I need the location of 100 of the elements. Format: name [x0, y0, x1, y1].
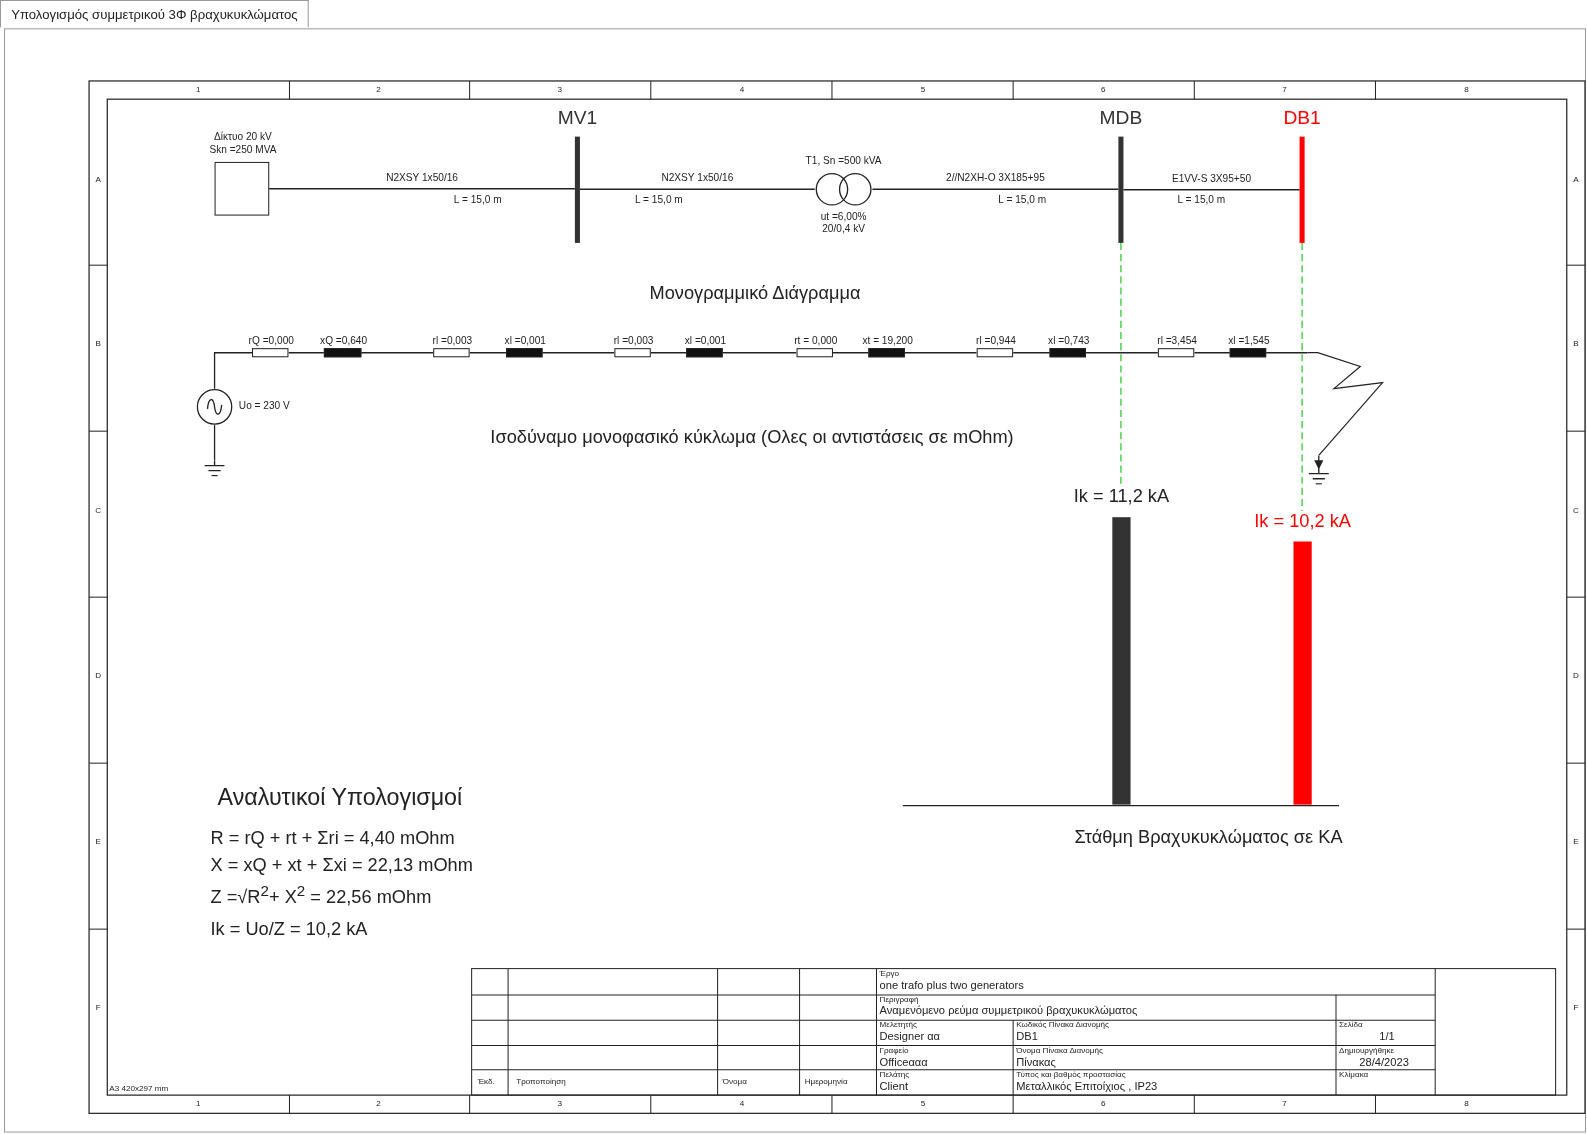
- wire: [1265, 352, 1309, 354]
- dashed-connector: [1120, 242, 1122, 487]
- grid-reference: F: [1573, 1003, 1579, 1013]
- grid-reference: B: [95, 339, 101, 349]
- wire: [287, 352, 325, 354]
- formula: R = rQ + rt + Σri = 4,40 mOhm: [210, 827, 455, 849]
- title-block-value: one trafo plus two generators: [879, 978, 1024, 992]
- impedance-label: xQ =0,640: [320, 335, 368, 347]
- section-heading: Αναλυτικοί Υπολογισμοί: [217, 783, 463, 811]
- grid-reference: 7: [1282, 85, 1287, 95]
- grid-reference: 5: [920, 85, 926, 95]
- impedance-label: xl =1,545: [1228, 335, 1270, 347]
- wire: [1012, 352, 1051, 354]
- grid-reference: 3: [557, 1099, 562, 1109]
- grid-reference: 3: [557, 85, 562, 95]
- title-block-value: 28/4/2023: [1359, 1055, 1409, 1069]
- grid-reference: D: [95, 671, 102, 681]
- cable-length-label: L = 15,0 m: [998, 194, 1047, 206]
- title-block-caption: Μελετητής: [879, 1020, 917, 1030]
- title-block-caption: Κωδικός Πίνακα Διανομής: [1016, 1020, 1110, 1030]
- formula: X = xQ + xt + Σxi = 22,13 mOhm: [210, 855, 473, 877]
- title-block-value: Μεταλλικός Επιτοίχιος , IP23: [1016, 1079, 1158, 1093]
- title-block-value: Designer αα: [879, 1030, 941, 1044]
- grid-reference: 8: [1464, 85, 1469, 95]
- cable-label: E1VV-S 3X95+50: [1171, 172, 1252, 185]
- grid-reference: 8: [1464, 1099, 1469, 1109]
- grid-reference: 6: [1100, 85, 1106, 95]
- grid-reference: 1: [196, 85, 201, 95]
- title-block-caption: Τύπος και βαθμός προστασίας: [1016, 1069, 1126, 1080]
- grid-reference: A: [95, 175, 101, 185]
- sheet-size-note: A3 420x297 mm: [109, 1084, 169, 1094]
- grid-reference: F: [95, 1003, 101, 1013]
- impedance-label: xl =0,001: [504, 335, 546, 347]
- busbar-label: MDB: [1099, 107, 1143, 130]
- title-block-value: Αναμενόμενο ρεύμα συμμετρικού βραχυκυκλώματος: [879, 1004, 1138, 1017]
- cable-line: [1122, 189, 1301, 191]
- grid-reference: 5: [920, 1099, 926, 1109]
- impedance-label: xt = 19,200: [862, 335, 913, 347]
- grid-reference: 6: [1100, 1099, 1106, 1109]
- impedance-label: xl =0,743: [1048, 335, 1090, 347]
- section-heading: Μονογραμμικό Διάγραμμα: [649, 282, 861, 304]
- wire: [1085, 352, 1159, 354]
- wire: [650, 352, 687, 354]
- grid-reference: E: [1573, 837, 1579, 847]
- wire: [468, 352, 507, 354]
- title-block-caption: Γραφείο: [879, 1045, 909, 1055]
- title-block-header: Όνομα: [722, 1076, 747, 1087]
- impedance-label: rl =0,944: [976, 335, 1016, 347]
- chart-caption: Στάθμη Βραχυκυκλώματος σε ΚΑ: [1074, 826, 1343, 848]
- title-block-caption: Όνομα Πίνακα Διανομής: [1016, 1045, 1103, 1055]
- wire: [1193, 352, 1231, 354]
- impedance-label: rt = 0,000: [794, 335, 838, 347]
- impedance-label: rQ =0,000: [248, 335, 294, 347]
- tab: Υπολογισμός συμμετρικού 3Φ βραχυκυκλώματος: [0, 0, 309, 28]
- formula: Z =√R$^{2}$+ X$^{2}$ = 22,56 mOhm: [210, 881, 432, 908]
- wire: [1314, 454, 1324, 470]
- grid-reference: D: [1572, 671, 1579, 681]
- impedance-label: rl =3,454: [1157, 335, 1197, 347]
- wire: [541, 352, 615, 354]
- fault-current-label: Ik = 10,2 kA: [1254, 511, 1351, 533]
- title-block-header: Έκδ.: [477, 1076, 495, 1087]
- grid-reference: 2: [376, 1099, 381, 1109]
- grid-reference: E: [95, 837, 101, 847]
- title-block-value: Officeααα: [879, 1055, 928, 1069]
- transformer-label: T1, Sn =500 kVA: [805, 154, 882, 167]
- title-block-caption: Κλίμακα: [1339, 1069, 1369, 1080]
- title-block-caption: Σελίδα: [1339, 1020, 1363, 1030]
- grid-reference: 2: [376, 85, 381, 95]
- wire: [722, 352, 798, 354]
- title-block-value: DB1: [1016, 1030, 1038, 1044]
- title-block-header: Τροποποίηση: [516, 1076, 566, 1087]
- impedance-label: xl =0,001: [684, 335, 727, 347]
- grid-reference: C: [1572, 506, 1579, 516]
- cable-label: 2//N2XH-O 3X185+95: [946, 172, 1045, 184]
- section-heading: Ισοδύναμο μονοφασικό κύκλωμα (Ολες οι αντιστάσεις σε mOhm): [490, 427, 1014, 449]
- grid-reference: B: [1573, 339, 1579, 349]
- cable-length-label: L = 15,0 m: [635, 194, 683, 206]
- wire: [213, 352, 253, 390]
- impedance-label: rl =0,003: [432, 335, 473, 347]
- title-block-value: 1/1: [1379, 1030, 1395, 1044]
- busbar-label: MV1: [557, 107, 598, 130]
- transformer-label: ut =6,00% 20/0,4 kV: [819, 210, 868, 234]
- grid-reference: A: [1573, 175, 1579, 185]
- title-block-value: Πίνακας: [1016, 1055, 1056, 1069]
- cable-line: [579, 188, 816, 190]
- wire: [832, 352, 870, 354]
- source-label: Δίκτυο 20 kV Skn =250 MVA: [208, 129, 278, 156]
- title-block-caption: Περιγραφή: [879, 994, 919, 1005]
- cable-label: N2XSY 1x50/16: [386, 171, 458, 184]
- cable-line: [871, 188, 1120, 190]
- fault-current-label: Ik = 11,2 kA: [1073, 485, 1170, 507]
- title-block-caption: Έργο: [879, 968, 900, 978]
- title-block-caption: Δημιουργήθηκε: [1339, 1045, 1395, 1055]
- formula: Ik = Uo/Z = 10,2 kA: [210, 919, 368, 940]
- dashed-connector: [1301, 242, 1303, 512]
- cable-length-label: L = 15,0 m: [453, 194, 502, 206]
- impedance-label: rl =0,003: [613, 335, 654, 347]
- grid-reference: 7: [1282, 1099, 1287, 1109]
- grid-reference: C: [95, 506, 102, 516]
- wire: [360, 352, 434, 354]
